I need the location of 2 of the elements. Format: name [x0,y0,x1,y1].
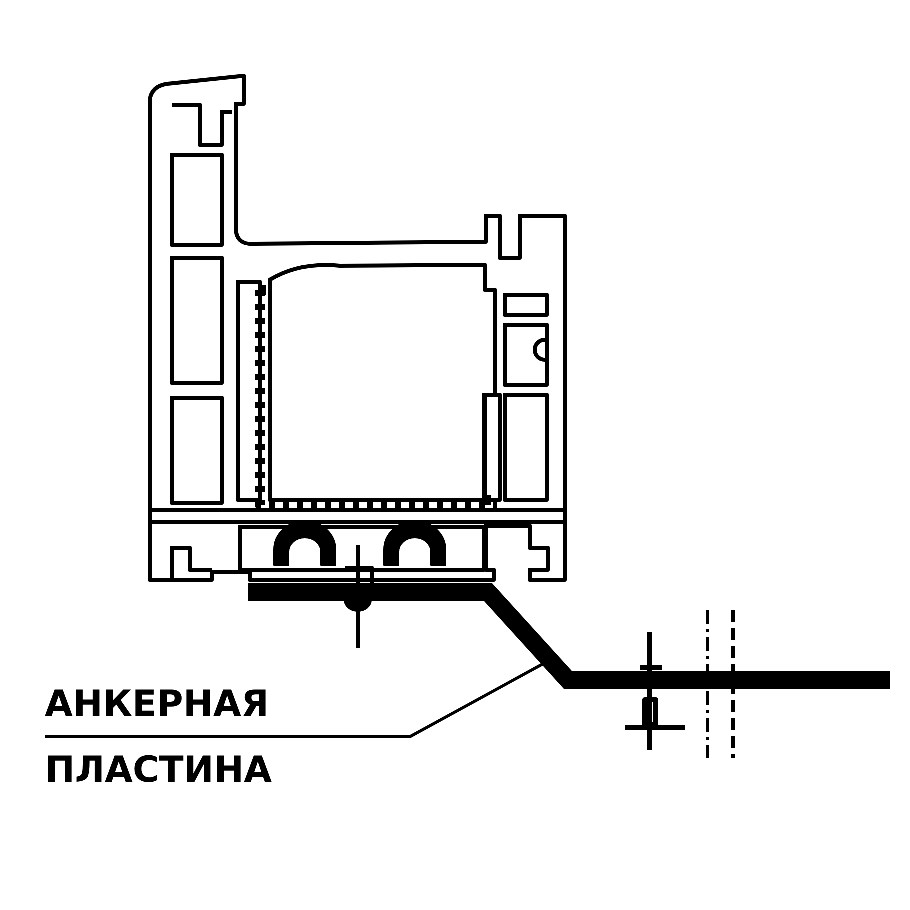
callout-label: АНКЕРНАЯ ПЛАСТИНА [45,672,315,804]
anchor-plate [248,583,890,689]
